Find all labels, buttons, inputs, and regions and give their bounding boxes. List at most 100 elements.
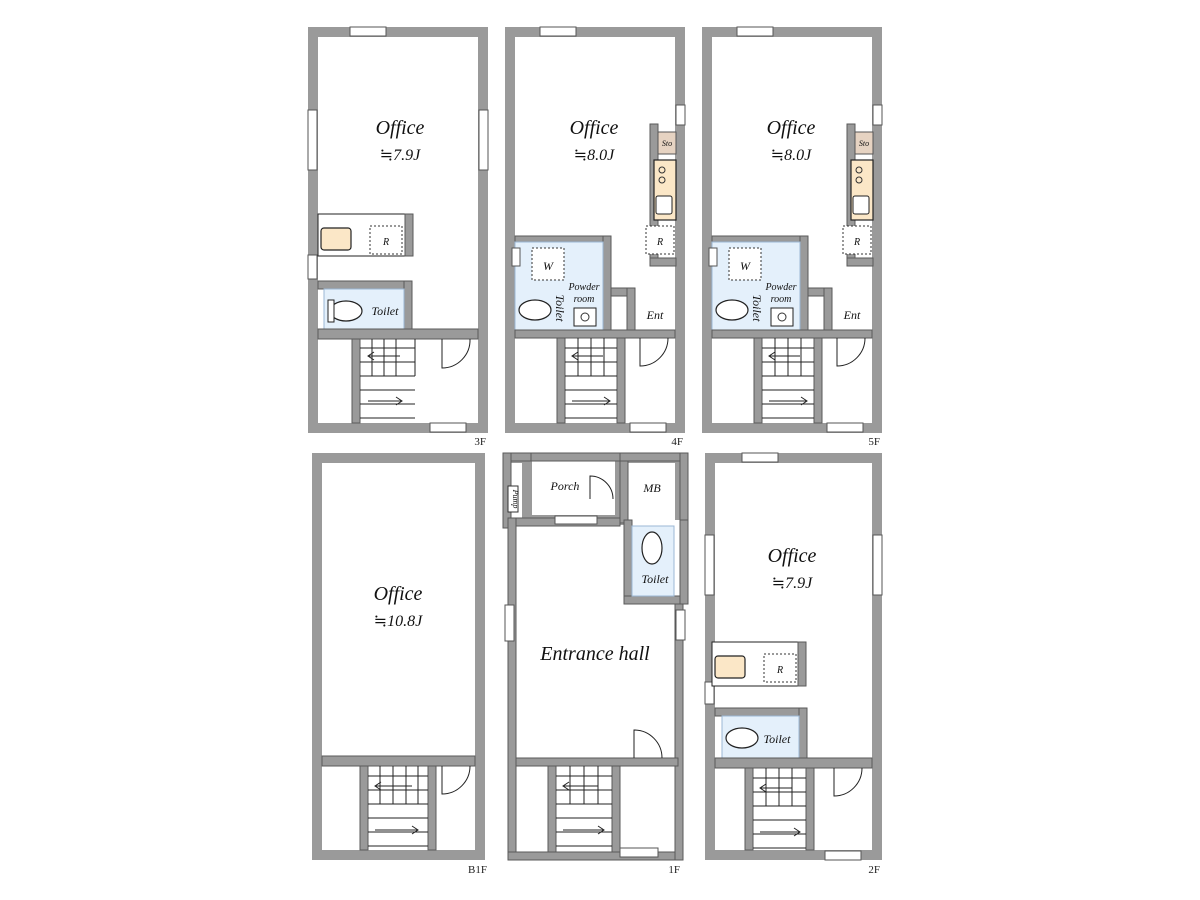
toilet-label: Toilet — [642, 572, 670, 586]
pump-box — [507, 485, 519, 513]
staircase — [565, 338, 617, 419]
wall — [611, 765, 621, 853]
wall — [602, 235, 612, 331]
floor-2f: R Toilet 2F Office ≒7.9J — [704, 452, 883, 876]
fridge-label: R — [853, 237, 860, 248]
staircase — [556, 766, 612, 847]
arrow-down-icon — [368, 396, 403, 406]
washer-label: W — [740, 259, 751, 273]
entrance-label: Ent — [843, 308, 861, 322]
storage-label: Sto — [662, 139, 672, 148]
outer-wall — [702, 27, 882, 433]
wash-basin-icon — [770, 307, 794, 327]
door-swing — [441, 338, 471, 369]
door-swing — [836, 337, 866, 367]
wall — [403, 280, 413, 330]
wall — [514, 235, 612, 243]
arrow-up-icon — [759, 783, 792, 793]
arrow-up-icon — [768, 351, 800, 361]
staircase — [762, 338, 814, 419]
wall — [359, 765, 369, 851]
wall — [798, 707, 808, 759]
window — [675, 609, 686, 641]
stove-burner-icon — [855, 166, 863, 174]
window — [504, 604, 515, 642]
wall — [846, 257, 874, 267]
window — [554, 515, 598, 525]
door-swing — [833, 767, 863, 797]
outer-wall — [312, 453, 485, 860]
toilet-icon — [725, 727, 759, 749]
floor-label: 1F — [668, 864, 680, 876]
window — [307, 109, 318, 171]
window — [708, 247, 718, 267]
window — [349, 26, 387, 37]
floor-label: 5F — [868, 436, 880, 448]
wall — [714, 757, 873, 769]
window — [824, 850, 862, 861]
room-name: Office — [376, 117, 425, 139]
window — [872, 534, 883, 596]
door-swing — [633, 729, 663, 759]
sink-icon — [714, 655, 746, 679]
toilet-room — [323, 288, 405, 330]
fridge-space — [842, 225, 872, 255]
toilet-icon — [715, 299, 749, 321]
arrow-up-icon — [374, 781, 412, 791]
wall — [799, 235, 809, 331]
room-area: ≒8.0J — [574, 147, 615, 164]
wall — [679, 519, 689, 605]
fridge-space — [645, 225, 675, 255]
stove-burner-icon — [658, 176, 666, 184]
wall — [515, 757, 679, 767]
arrow-down-icon — [375, 825, 419, 835]
wall — [679, 452, 689, 522]
outer-wall — [308, 27, 488, 433]
wall — [753, 337, 763, 424]
toilet-icon — [518, 299, 552, 321]
wall — [744, 767, 754, 851]
toilet-icon — [329, 300, 363, 322]
door-swing — [639, 337, 669, 367]
staircase — [753, 768, 806, 849]
arrow-down-icon — [572, 396, 611, 406]
floor-b1f: B1F Office ≒10.8J — [312, 453, 487, 876]
window — [511, 247, 521, 267]
arrow-down-icon — [769, 396, 808, 406]
window — [307, 254, 318, 280]
wall — [623, 519, 633, 603]
window — [826, 422, 864, 433]
staircase — [368, 766, 428, 847]
washer-space — [531, 247, 565, 281]
meter-box-label: MB — [642, 481, 661, 495]
wall — [813, 337, 823, 424]
door-swing — [589, 475, 614, 500]
outer-wall — [705, 453, 882, 860]
door-swing — [441, 765, 471, 795]
room-area: ≒7.9J — [772, 575, 813, 592]
wash-basin-icon — [573, 307, 597, 327]
window — [675, 104, 686, 126]
wall — [547, 765, 557, 853]
floor-5f: Sto R W Toilet Powder room Ent — [702, 26, 883, 448]
wall — [317, 280, 411, 290]
staircase — [360, 339, 416, 419]
window — [619, 847, 659, 858]
floor-3f: R Toilet 3F Office ≒7.9J — [307, 26, 489, 448]
wall — [351, 338, 361, 424]
wall — [714, 707, 808, 717]
arrow-up-icon — [562, 781, 598, 791]
floor-label: B1F — [468, 864, 487, 876]
wall — [805, 767, 815, 851]
sink-icon — [852, 195, 870, 215]
fridge-space — [763, 653, 797, 683]
window — [741, 452, 779, 463]
outer-wall — [505, 27, 685, 433]
wall — [526, 452, 621, 462]
wall — [619, 452, 629, 524]
wall — [317, 328, 479, 340]
stove-burner-icon — [658, 166, 666, 174]
toilet-icon — [641, 531, 663, 565]
window — [539, 26, 577, 37]
storage-label: Sto — [859, 139, 869, 148]
